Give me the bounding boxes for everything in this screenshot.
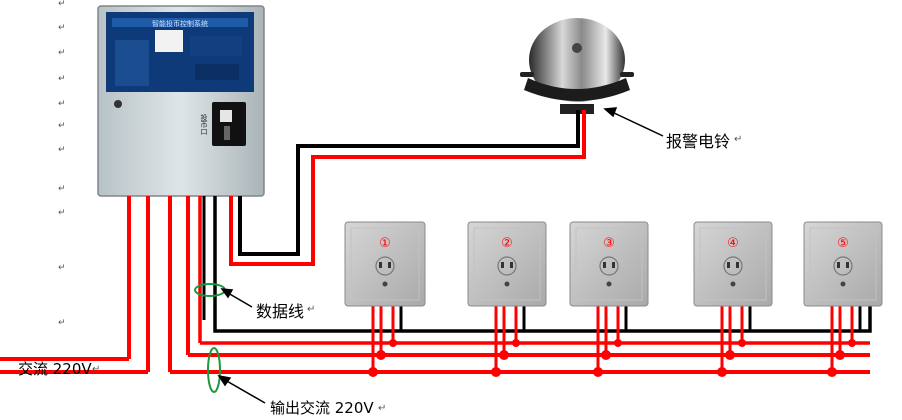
wire-junction [593, 367, 603, 377]
wire-junction [601, 350, 611, 360]
wire-junction [376, 350, 386, 360]
panel-display [155, 30, 183, 52]
paragraph-mark: ↵ [58, 99, 66, 109]
wire-junction [848, 339, 856, 347]
socket-3: ③ [569, 221, 649, 307]
ac-input-label: 交流 220V [18, 360, 92, 378]
paragraph-mark: ↵ [58, 318, 66, 328]
wire-junction [512, 339, 520, 347]
callout-arrows [217, 107, 664, 404]
controller-box: 智能投币控制系统 投币口 [97, 5, 265, 197]
wire-junction [499, 350, 509, 360]
bell-signal-wire [238, 110, 580, 256]
wire-junction [725, 350, 735, 360]
socket-4: ④ [693, 221, 773, 307]
paragraph-mark: ↵ [58, 121, 66, 131]
paragraph-mark: ↵ [378, 403, 387, 414]
socket-number: ① [379, 236, 391, 251]
paragraph-mark: ↵ [734, 134, 743, 145]
socket-1: ① [344, 221, 426, 307]
coin-slot-label: 投币口 [200, 113, 208, 135]
wire-junction [738, 339, 746, 347]
ac-output-label: 输出交流 220V [270, 399, 374, 417]
paragraph-mark: ↵ [58, 208, 66, 218]
wire-junction [827, 367, 837, 377]
data-line-label: 数据线 [256, 302, 305, 321]
indicator-light [114, 100, 122, 108]
wire-junction [368, 367, 378, 377]
paragraph-mark: ↵ [58, 23, 66, 33]
paragraph-mark: ↵ [307, 304, 316, 315]
socket-number: ④ [727, 236, 739, 251]
paragraph-mark: ↵ [92, 364, 101, 375]
wire-junction [835, 350, 845, 360]
alarm-bell-label: 报警电铃 [666, 132, 731, 151]
socket-number: ② [501, 236, 513, 251]
socket-drop-wires [368, 306, 862, 377]
paragraph-mark: ↵ [58, 184, 66, 194]
panel-title: 智能投币控制系统 [152, 19, 208, 28]
socket-5: ⑤ [803, 221, 883, 307]
output-highlight [207, 347, 221, 393]
socket-2: ② [467, 221, 547, 307]
wire-junction [389, 339, 397, 347]
socket-number: ③ [603, 236, 615, 251]
wire-junction [717, 367, 727, 377]
paragraph-mark: ↵ [58, 263, 66, 273]
wire-junction [614, 339, 622, 347]
socket-number: ⑤ [837, 236, 849, 251]
data-bus-wire [213, 196, 872, 333]
paragraph-mark: ↵ [58, 145, 66, 155]
socket-group: ① ② ③ ④ ⑤ [344, 221, 883, 307]
alarm-bell [520, 18, 634, 114]
paragraph-mark: ↵ [58, 48, 66, 58]
paragraph-mark: ↵ [58, 74, 66, 84]
panel-instructions [115, 40, 149, 86]
paragraph-marks: ↵ ↵ ↵ ↵ ↵ ↵ ↵ ↵ ↵ ↵ ↵ [58, 0, 66, 328]
wire-junction [491, 367, 501, 377]
bell-power-wire [229, 110, 586, 266]
paragraph-mark: ↵ [58, 0, 66, 9]
